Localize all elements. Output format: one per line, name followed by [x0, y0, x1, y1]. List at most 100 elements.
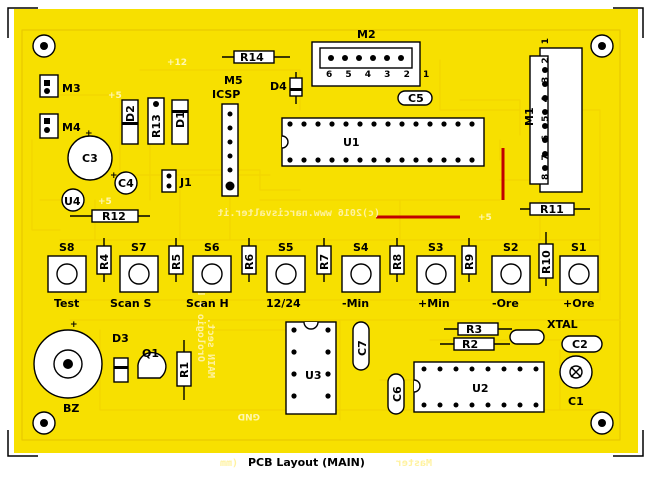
resistor-r3: [444, 322, 512, 336]
capacitor-c3: +: [67, 129, 113, 181]
r4-label: R4: [98, 254, 111, 270]
u1-label: U1: [343, 136, 360, 149]
capacitor-c4: +: [110, 171, 138, 195]
resistor-r2: [440, 337, 510, 351]
c3-label: C3: [82, 152, 98, 165]
resistor-r10: [538, 232, 554, 286]
footer-mirrored-left: (mm: [220, 458, 238, 469]
u3-label: U3: [305, 369, 322, 382]
pushbutton-s7[interactable]: [119, 255, 159, 293]
resistor-r13: [147, 97, 165, 145]
jumper-j1: [161, 169, 177, 193]
board-corner-marks: [7, 7, 644, 457]
j1-label: J1: [179, 176, 192, 189]
net-label-plus5-b: +5: [98, 197, 112, 207]
capacitor-c5: [397, 90, 433, 106]
svg-text:+: +: [110, 171, 118, 181]
button-function-minus-min: -Min: [342, 297, 369, 310]
mounting-holes: [32, 34, 614, 435]
transistor-q1: [137, 351, 167, 379]
pushbutton-s6[interactable]: [192, 255, 232, 293]
q1-label: Q1: [142, 347, 159, 360]
resistor-r8: [389, 238, 405, 282]
connector-m1: [529, 47, 583, 193]
button-function-plus-min: +Min: [418, 297, 450, 310]
d3-label: D3: [112, 332, 129, 345]
resistor-r11: [520, 202, 590, 216]
m4-label: M4: [62, 121, 81, 134]
m1-pin-numbers: 8 7 6 5 4 3 2 1: [541, 33, 551, 180]
m5-label: M5: [224, 74, 243, 87]
r12-label: R12: [102, 210, 126, 223]
u4-label: U4: [64, 195, 81, 208]
r14-label: R14: [240, 51, 264, 64]
bz-label: BZ: [63, 402, 79, 415]
button-function-scan-h: Scan H: [186, 297, 229, 310]
r6-label: R6: [243, 254, 256, 270]
diode-d2: [121, 99, 139, 145]
crystal-xtal: [509, 329, 545, 345]
r10-label: R10: [540, 250, 553, 274]
pushbutton-s8[interactable]: [47, 255, 87, 293]
net-label-plus5-a: +5: [108, 91, 122, 101]
c6-label: C6: [391, 386, 404, 402]
diode-d4: [289, 72, 303, 104]
pushbutton-s3[interactable]: [416, 255, 456, 293]
c5-label: C5: [408, 92, 424, 105]
resistor-r4: [96, 238, 112, 282]
m3-label: M3: [62, 82, 81, 95]
c7-label: C7: [356, 340, 369, 356]
s5-label: S5: [278, 241, 294, 254]
connector-m4: [39, 113, 59, 139]
resistor-r14: [222, 50, 290, 64]
mirrored-note-1: Orologio a LED: [195, 278, 207, 362]
d4-label: D4: [270, 80, 287, 93]
svg-text:+: +: [70, 320, 78, 330]
connector-m2: [311, 41, 421, 87]
button-function-test: Test: [54, 297, 79, 310]
s7-label: S7: [131, 241, 147, 254]
pushbutton-s5[interactable]: [266, 255, 306, 293]
resistor-r12: [70, 209, 150, 223]
net-label-gnd: GND: [238, 411, 260, 421]
resistor-r5: [168, 238, 184, 282]
button-function-minus-ore: -Ore: [492, 297, 519, 310]
pushbutton-s2[interactable]: [491, 255, 531, 293]
m2-label: M2: [357, 28, 376, 41]
resistor-r9: [461, 238, 477, 282]
diode-d3: [113, 357, 129, 383]
d1-label: D1: [174, 111, 187, 128]
capacitor-c6: [387, 373, 405, 415]
buzzer-bz: +: [33, 320, 103, 399]
resistor-r1: [176, 340, 192, 400]
r7-label: R7: [318, 254, 331, 270]
xtal-label: XTAL: [547, 318, 578, 331]
button-function-scan-s: Scan S: [110, 297, 152, 310]
copyright-text: (c)2016 www.narcisvalter.it: [217, 207, 380, 219]
c4-label: C4: [118, 177, 134, 190]
s3-label: S3: [428, 241, 444, 254]
r11-label: R11: [540, 203, 564, 216]
s2-label: S2: [503, 241, 519, 254]
s4-label: S4: [353, 241, 369, 254]
r9-label: R9: [463, 254, 476, 270]
resistor-r6: [241, 238, 257, 282]
m1-label: M1: [523, 107, 536, 126]
footer-mirrored-right: Master: [396, 458, 432, 469]
net-label-plus12: +12: [167, 58, 187, 68]
s8-label: S8: [59, 241, 75, 254]
diode-d1: [171, 99, 189, 145]
footer-title: PCB Layout (MAIN): [248, 456, 365, 469]
s6-label: S6: [204, 241, 220, 254]
capacitor-c2: [561, 335, 603, 353]
r8-label: R8: [391, 254, 404, 270]
resistor-r7: [316, 238, 332, 282]
pushbutton-s1[interactable]: [559, 255, 599, 293]
d2-label: D2: [124, 105, 137, 122]
ic-u1: [281, 117, 485, 167]
trimmer-c1: [559, 355, 593, 389]
pushbutton-s4[interactable]: [341, 255, 381, 293]
svg-text:+: +: [85, 129, 93, 139]
m2-pin-numbers: 6 5 4 3 2 1: [326, 70, 434, 80]
button-function-plus-ore: +Ore: [563, 297, 594, 310]
